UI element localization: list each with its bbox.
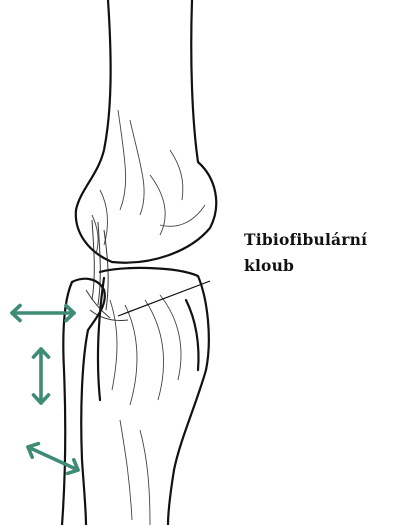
- angled-double-arrow-icon: [28, 444, 78, 474]
- horizontal-double-arrow-icon: [12, 306, 74, 321]
- vertical-double-arrow-icon: [34, 349, 49, 403]
